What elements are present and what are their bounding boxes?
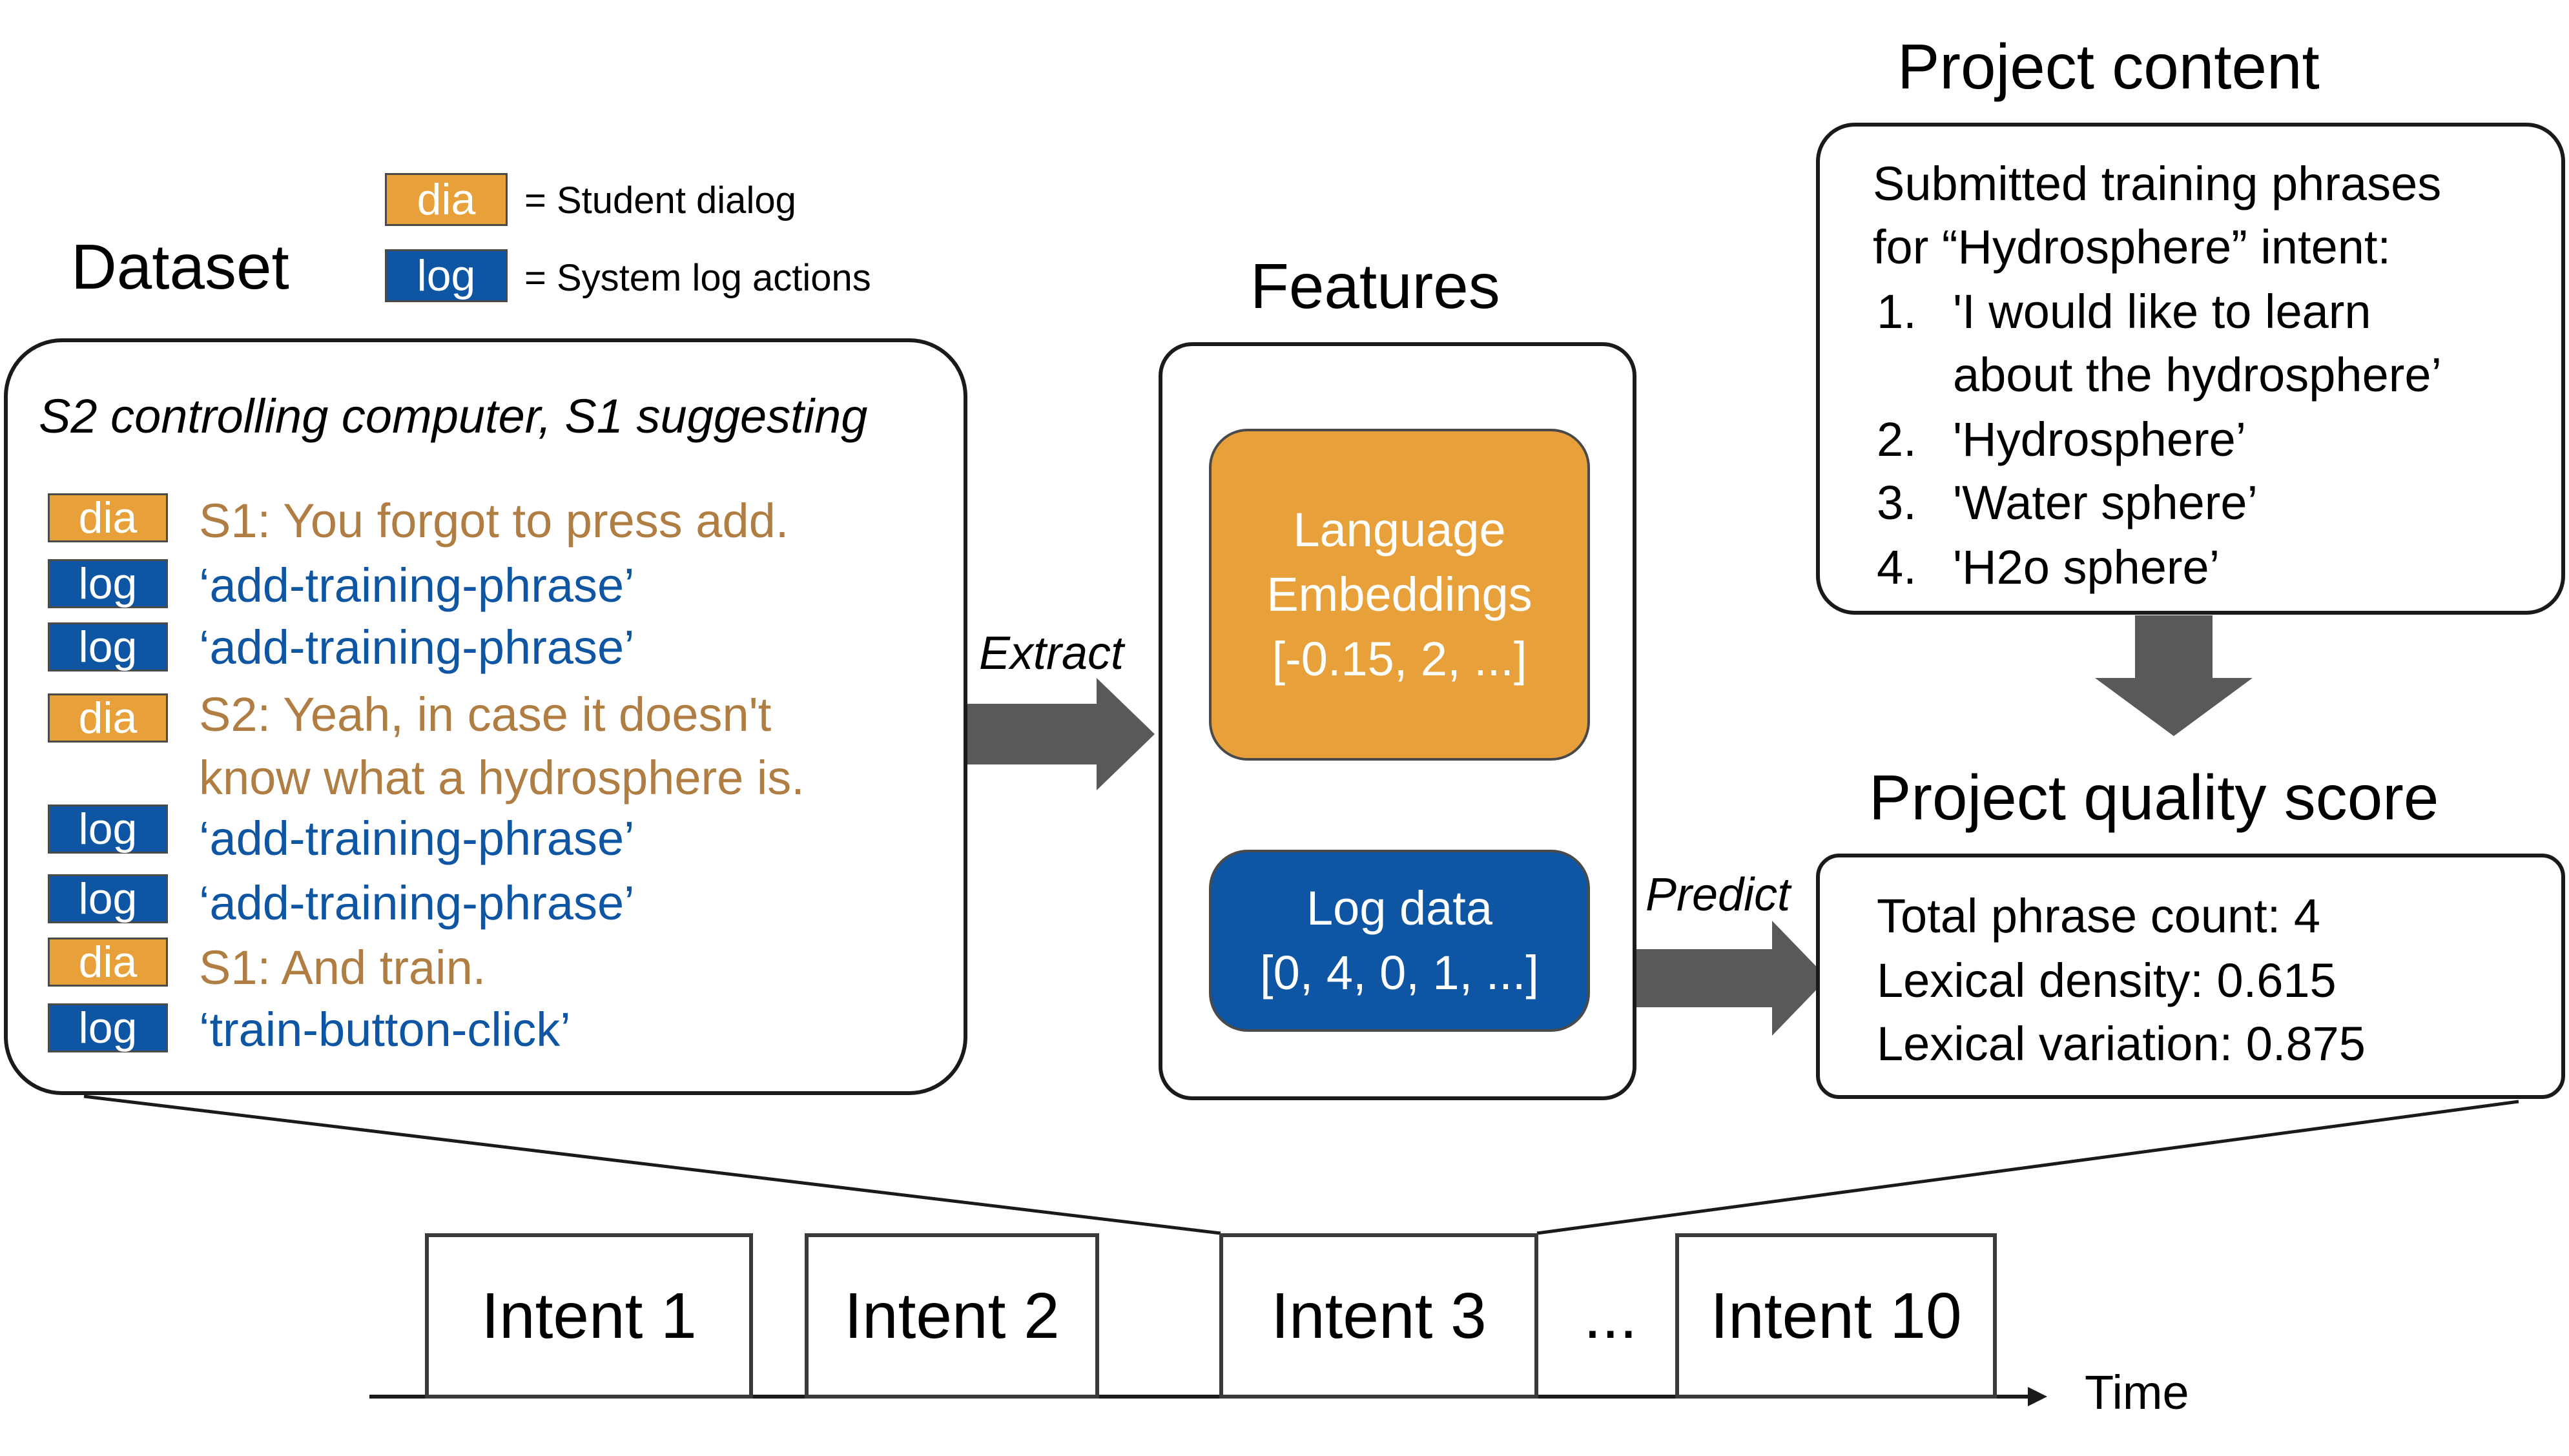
quality-line: Total phrase count: 4 <box>1877 889 2320 943</box>
zoom-line-left <box>83 1094 1221 1235</box>
extract-label: Extract <box>979 628 1124 679</box>
intent-box-highlighted: Intent 3 <box>1219 1233 1538 1399</box>
language-embeddings-line1: Language <box>1293 503 1506 557</box>
language-embeddings-box: Language Embeddings [-0.15, 2, ...] <box>1209 429 1590 761</box>
quality-title: Project quality score <box>1869 762 2439 833</box>
extract-arrow <box>967 678 1155 790</box>
item-number: 3. <box>1877 476 1917 529</box>
row-text-log: ‘add-training-phrase’ <box>199 620 635 674</box>
item-number: 4. <box>1877 540 1917 594</box>
item-text: 'Hydrosphere’ <box>1953 413 2247 466</box>
row-text-dialog: S1: You forgot to press add. <box>199 494 789 548</box>
row-tag-log: log <box>48 622 168 672</box>
legend-log-text: = System log actions <box>524 257 871 299</box>
item-text: 'Water sphere’ <box>1953 476 2258 529</box>
item-text-continued: about the hydrosphere’ <box>1953 348 2442 402</box>
legend-dia-text: = Student dialog <box>524 179 796 221</box>
predict-label: Predict <box>1646 869 1791 921</box>
intent-box: Intent 1 <box>425 1233 753 1399</box>
intent-box: Intent 10 <box>1675 1233 1997 1399</box>
row-text-dialog: S1: And train. <box>199 941 486 994</box>
row-tag-log: log <box>48 1003 168 1052</box>
row-tag-dia: dia <box>48 938 168 987</box>
features-title: Features <box>1250 251 1500 322</box>
row-text-log: ‘add-training-phrase’ <box>199 559 635 612</box>
item-number: 1. <box>1877 285 1917 338</box>
log-data-box: Log data [0, 4, 0, 1, ...] <box>1209 850 1590 1032</box>
dataset-subtitle: S2 controlling computer, S1 suggesting <box>39 389 868 443</box>
quality-line: Lexical density: 0.615 <box>1877 954 2337 1007</box>
log-data-label: Log data <box>1306 881 1493 936</box>
item-text: 'H2o sphere’ <box>1953 540 2220 594</box>
project-content-title: Project content <box>1897 31 2320 102</box>
intent-box: Intent 2 <box>805 1233 1099 1399</box>
content-line: Submitted training phrases <box>1873 157 2442 210</box>
row-text-log: ‘add-training-phrase’ <box>199 812 635 865</box>
item-number: 2. <box>1877 413 1917 466</box>
quality-line: Lexical variation: 0.875 <box>1877 1017 2366 1071</box>
time-axis-label: Time <box>2085 1366 2189 1419</box>
row-text-log: ‘add-training-phrase’ <box>199 876 635 930</box>
row-text-dialog-continued: know what a hydrosphere is. <box>199 751 805 805</box>
log-data-vector: [0, 4, 0, 1, ...] <box>1260 946 1539 1000</box>
project-content-box <box>1816 123 2565 615</box>
item-text: 'I would like to learn <box>1953 285 2371 338</box>
row-tag-dia: dia <box>48 693 168 743</box>
row-tag-log: log <box>48 805 168 854</box>
row-text-dialog: S2: Yeah, in case it doesn't <box>199 688 772 741</box>
quality-box <box>1816 854 2565 1099</box>
language-embeddings-vector: [-0.15, 2, ...] <box>1272 631 1527 686</box>
content-line: for “Hydrosphere” intent: <box>1873 220 2391 274</box>
row-tag-dia: dia <box>48 493 168 542</box>
row-tag-log: log <box>48 874 168 923</box>
legend-log-tag: log <box>385 249 508 302</box>
zoom-line-right <box>1536 1100 2519 1235</box>
intent-ellipsis: ... <box>1584 1280 1638 1352</box>
language-embeddings-line2: Embeddings <box>1266 568 1532 622</box>
down-arrow <box>2095 615 2253 736</box>
time-axis-arrowhead <box>2028 1387 2047 1406</box>
row-tag-log: log <box>48 559 168 608</box>
predict-arrow <box>1636 921 1828 1036</box>
row-text-log: ‘train-button-click’ <box>199 1003 571 1056</box>
legend-dia-tag: dia <box>385 173 508 226</box>
dataset-title: Dataset <box>71 231 289 302</box>
